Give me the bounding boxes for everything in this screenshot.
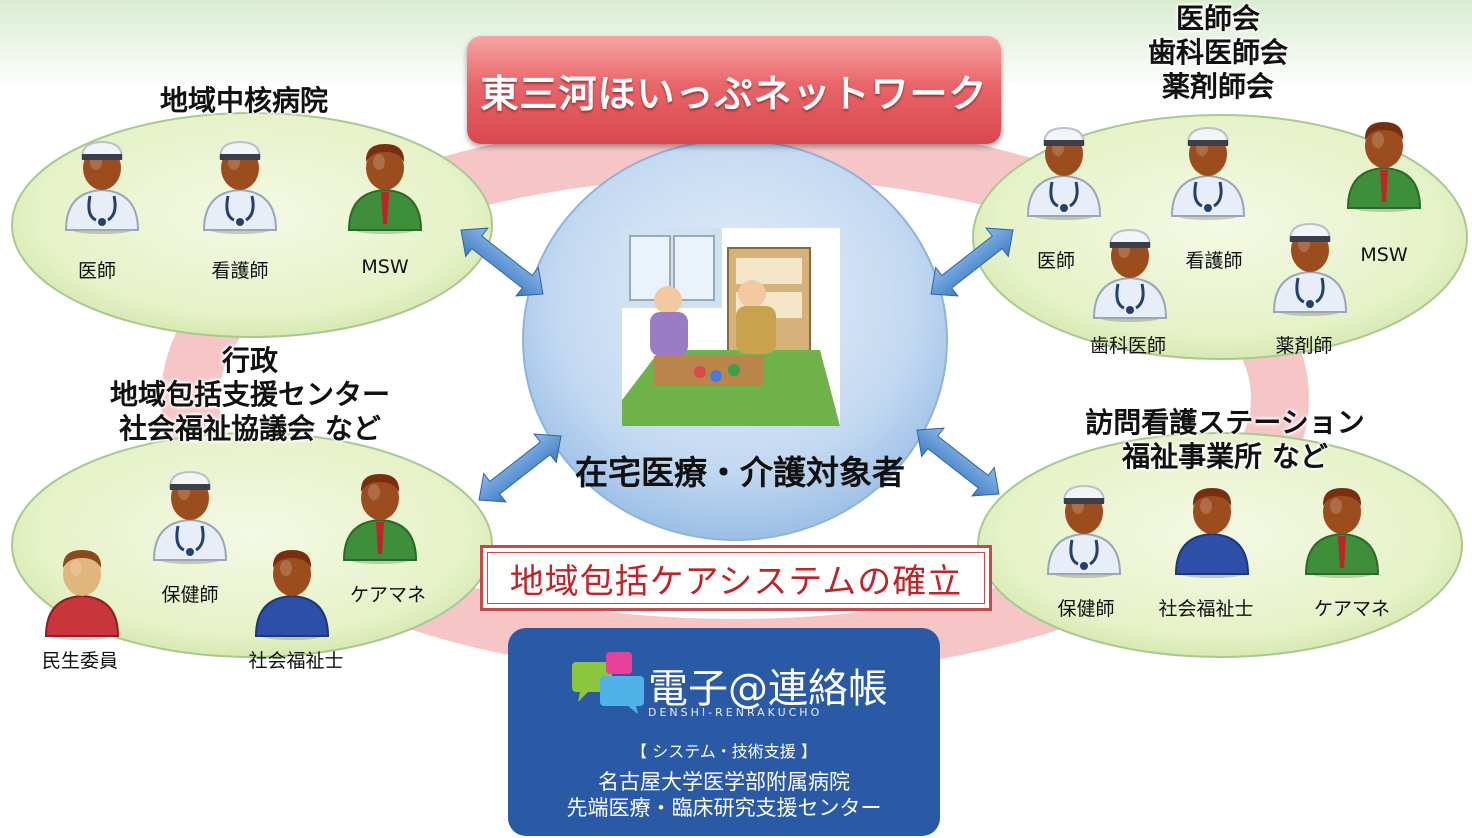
care-system-label: 地域包括ケアシステムの確立 <box>509 561 963 602</box>
staff-person-icon <box>1346 122 1422 212</box>
denshi-renrakucho-panel: 電子@連絡帳 DENSHI-RENRAKUCHO 【 システム・技術支援 】 名… <box>508 628 940 836</box>
administration-heading: 行政 地域包括支援センター 社会福祉協議会 など <box>60 344 440 446</box>
role-label: 保健師 <box>161 584 219 606</box>
visiting-heading: 訪問看護ステーション 福祉事業所 など <box>1040 406 1410 474</box>
administration-heading-line: 地域包括支援センター <box>109 378 390 411</box>
associations-heading: 医師会 歯科医師会 薬剤師会 <box>1118 2 1318 104</box>
role-label: 民生委員 <box>41 650 119 672</box>
associations-heading-line: 医師会 <box>1175 2 1260 35</box>
role-label: 社会福祉士 <box>248 650 344 672</box>
network-title-banner: 東三河ほいっぷネットワーク <box>467 36 1001 144</box>
denshi-title: 電子@連絡帳 <box>648 666 888 712</box>
patient-illustration <box>622 228 840 426</box>
role-label: 医師 <box>1036 250 1076 272</box>
role-label: 社会福祉士 <box>1158 598 1254 620</box>
social-worker-person-icon <box>254 550 330 640</box>
arrow-administration-center <box>478 433 562 503</box>
role-label: ケアマネ <box>1313 598 1391 620</box>
nurse-person-icon <box>1046 484 1122 578</box>
denshi-org-line: 名古屋大学医学部附属病院 <box>598 770 850 794</box>
arrow-hospital-center <box>460 227 544 297</box>
role-label: 薬剤師 <box>1275 335 1333 357</box>
arrow-associations-center <box>930 227 1014 297</box>
patient-label: 在宅医療・介護対象者 <box>575 453 905 492</box>
associations-heading-line: 薬剤師会 <box>1161 70 1274 103</box>
role-label: 看護師 <box>211 260 269 282</box>
hospital-heading-line: 地域中核病院 <box>160 84 329 117</box>
arrow-visiting-center <box>916 427 1000 497</box>
role-label: ケアマネ <box>349 584 427 606</box>
nurse-person-icon <box>202 140 278 234</box>
staff-person-icon <box>347 144 423 234</box>
social-worker-person-icon <box>1174 488 1250 578</box>
hospital-heading: 地域中核病院 <box>160 84 328 118</box>
staff-person-icon <box>1304 488 1380 578</box>
nurse-person-icon <box>152 470 228 564</box>
administration-heading-line: 行政 <box>221 344 278 377</box>
nurse-person-icon <box>1170 126 1246 220</box>
role-label: MSW <box>361 256 409 278</box>
dentist-person-icon <box>1092 228 1168 322</box>
administration-heading-line: 社会福祉協議会 など <box>119 412 381 445</box>
role-label: 医師 <box>77 260 117 282</box>
role-label: 看護師 <box>1185 250 1243 272</box>
doctor-person-icon <box>1026 126 1102 220</box>
network-title: 東三河ほいっぷネットワーク <box>480 71 988 116</box>
denshi-org-line: 先端医療・臨床研究支援センター <box>566 796 882 820</box>
role-label: MSW <box>1360 244 1408 266</box>
role-label: 保健師 <box>1057 598 1115 620</box>
care-system-box: 地域包括ケアシステムの確立 <box>480 545 992 611</box>
pharmacist-person-icon <box>1272 222 1348 316</box>
visiting-heading-line: 訪問看護ステーション <box>1085 406 1365 439</box>
staff-person-icon <box>342 474 418 564</box>
chat-bubbles-icon <box>572 652 644 714</box>
volunteer-person-icon <box>44 550 120 640</box>
role-label: 歯科医師 <box>1089 335 1167 357</box>
doctor-person-icon <box>64 140 140 234</box>
associations-heading-line: 歯科医師会 <box>1147 36 1288 69</box>
denshi-support-label: 【 システム・技術支援 】 <box>631 742 817 761</box>
visiting-heading-line: 福祉事業所 など <box>1122 440 1328 473</box>
denshi-subtitle: DENSHI-RENRAKUCHO <box>648 706 823 719</box>
